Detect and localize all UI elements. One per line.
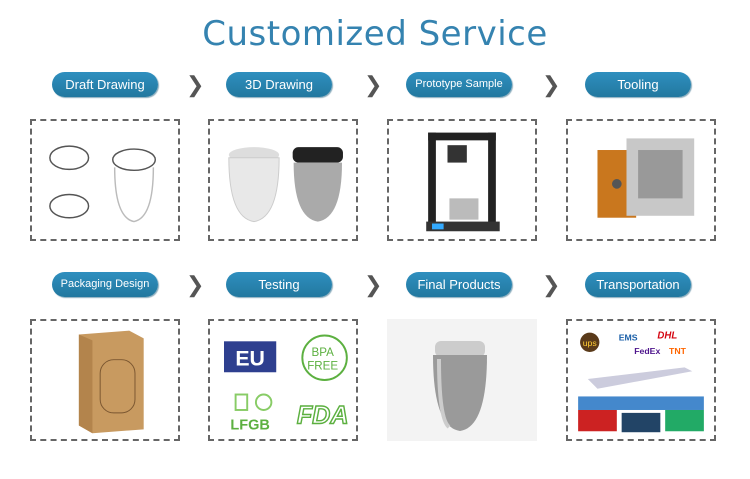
step-testing: Testing	[226, 272, 332, 297]
chevron-right-icon: ❯	[186, 72, 205, 97]
svg-text:DHL: DHL	[657, 330, 677, 341]
chevron-right-icon: ❯	[364, 272, 383, 297]
lfgb-logo: LFGB	[230, 417, 269, 433]
step-transportation: Transportation	[585, 272, 691, 297]
chevron-right-icon: ❯	[542, 72, 561, 97]
chevron-right-icon: ❯	[186, 272, 205, 297]
step-packaging-design: Packaging Design	[52, 272, 158, 297]
fda-logo: FDA	[297, 402, 349, 430]
prototype-sample-image	[387, 119, 537, 241]
testing-image: EU BPA FREE LFGB FDA	[208, 319, 358, 441]
page-title: Customized Service	[202, 14, 548, 54]
bpa-free-logo: BPA	[311, 346, 334, 359]
tooling-image	[566, 119, 716, 241]
transportation-image: ups EMS DHL FedEx TNT	[566, 319, 716, 441]
svg-text:ups: ups	[583, 338, 598, 348]
svg-text:EMS: EMS	[619, 332, 638, 342]
step-prototype-sample: Prototype Sample	[406, 72, 512, 97]
eu-logo: EU	[235, 346, 265, 370]
packaging-design-image	[30, 319, 180, 441]
step-3d-drawing: 3D Drawing	[226, 72, 332, 97]
svg-text:TNT: TNT	[669, 346, 687, 356]
chevron-right-icon: ❯	[542, 272, 561, 297]
chevron-right-icon: ❯	[364, 72, 383, 97]
step-final-products: Final Products	[406, 272, 512, 297]
svg-text:FREE: FREE	[307, 359, 338, 372]
3d-drawing-image	[208, 119, 358, 241]
draft-drawing-image	[30, 119, 180, 241]
svg-text:FedEx: FedEx	[634, 346, 660, 356]
step-tooling: Tooling	[585, 72, 691, 97]
final-products-image	[387, 319, 537, 441]
step-draft-drawing: Draft Drawing	[52, 72, 158, 97]
